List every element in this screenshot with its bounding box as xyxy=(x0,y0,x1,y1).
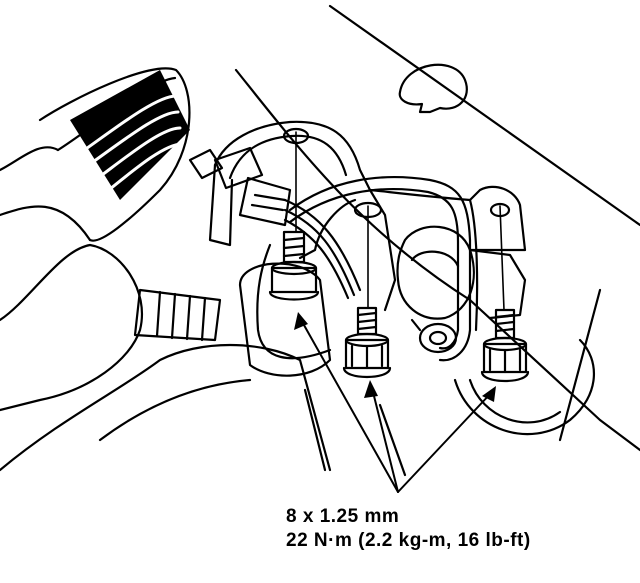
callout-arrowheads xyxy=(294,312,496,402)
mounting-bolt xyxy=(344,308,390,377)
mounting-bolt xyxy=(270,232,318,300)
hose-fitting xyxy=(412,320,456,352)
solenoid-body xyxy=(397,227,525,319)
metal-pipe xyxy=(290,177,470,360)
background-contour xyxy=(305,390,325,470)
background-contour xyxy=(236,70,470,300)
background-contour xyxy=(330,6,640,225)
callout-leader-lines xyxy=(300,318,492,492)
engine-cover-panel xyxy=(0,345,330,470)
ribbed-pipe xyxy=(135,290,220,340)
background-contour xyxy=(380,405,405,475)
bolt-centerline xyxy=(500,206,504,310)
torque-spec-label: 22 N·m (2.2 kg-m, 16 lb-ft) xyxy=(286,530,531,551)
cylinder-housing xyxy=(240,264,330,376)
mount-ring xyxy=(470,380,560,422)
air-box-housing xyxy=(0,245,142,410)
metal-pipe xyxy=(290,189,458,348)
mount-ring xyxy=(455,340,594,434)
ribbed-pipe xyxy=(157,292,205,340)
background-contour xyxy=(560,290,600,440)
corrugated-intake-hose xyxy=(0,68,190,240)
background-contour xyxy=(470,300,640,450)
engine-cover-panel xyxy=(100,380,250,440)
metal-pipe xyxy=(470,200,477,330)
mounting-bolt xyxy=(482,310,528,381)
bolt-size-label: 8 x 1.25 mm xyxy=(286,506,400,527)
filler-cap xyxy=(400,65,467,112)
